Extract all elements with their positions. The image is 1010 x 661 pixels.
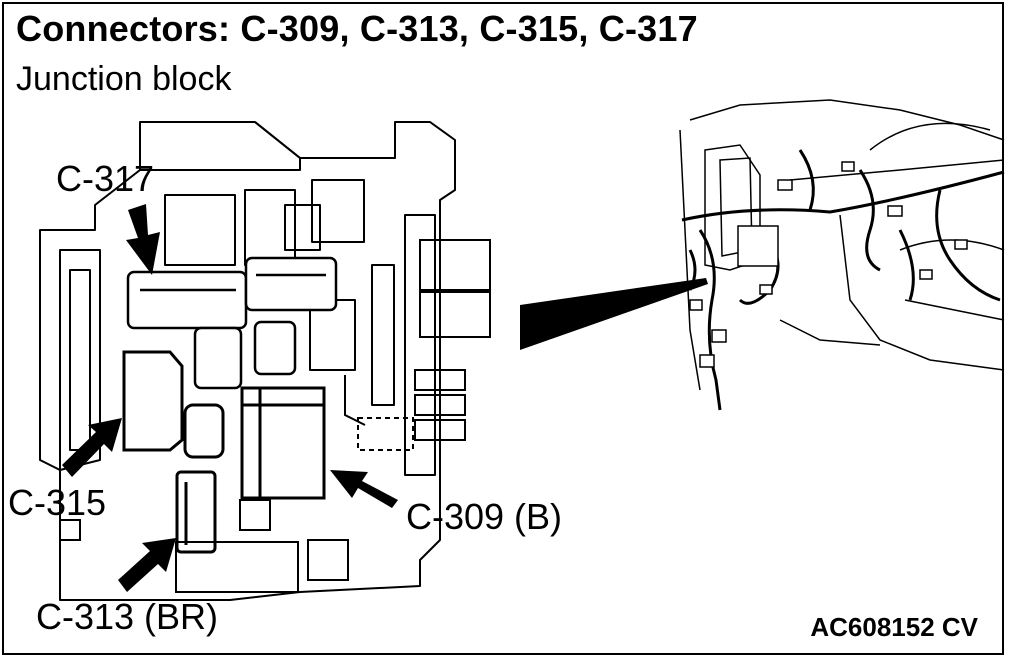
wiring-harness — [681, 149, 1005, 411]
arrow-c309 — [330, 470, 398, 508]
diagram-title: Connectors: C-309, C-313, C-315, C-317 — [16, 8, 698, 49]
callout-label-c309: C-309 (B) — [406, 496, 563, 537]
callout-label-c317: C-317 — [56, 158, 155, 199]
callout-label-c313: C-313 (BR) — [36, 596, 219, 637]
connector-c315 — [122, 350, 184, 452]
vehicle-dashboard-illustration — [679, 99, 1005, 391]
diagram-subtitle: Junction block — [16, 60, 232, 98]
arrow-c313 — [118, 538, 176, 592]
figure-code: AC608152 CV — [810, 612, 978, 642]
connector-c313 — [175, 470, 217, 554]
arrow-c317 — [126, 204, 160, 275]
connector-c317 — [126, 270, 248, 330]
arrow-c315 — [62, 418, 122, 477]
junction-block-housing — [39, 121, 456, 601]
callout-label-c315: C-315 — [8, 482, 107, 523]
location-pointer — [520, 278, 708, 350]
